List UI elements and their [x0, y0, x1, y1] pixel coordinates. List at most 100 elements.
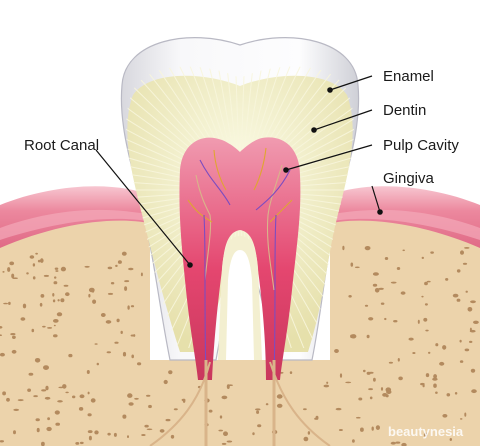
bone-pore: [423, 317, 428, 322]
bone-pore: [397, 358, 400, 362]
bone-pore: [469, 340, 473, 343]
bone-pore: [354, 266, 360, 269]
bone-pore: [54, 410, 60, 415]
bone-pore: [446, 393, 451, 397]
bone-pore: [170, 434, 175, 439]
bone-pore: [473, 320, 479, 324]
bone-pore: [148, 404, 152, 409]
bone-pore: [124, 286, 128, 291]
bone-pore: [0, 326, 3, 329]
bone-pore: [181, 398, 186, 402]
bone-pore: [252, 432, 255, 436]
bone-pore: [37, 259, 41, 263]
bone-pore: [454, 392, 458, 395]
bone-pore: [412, 352, 416, 354]
bone-pore: [62, 384, 67, 389]
bone-pore: [55, 270, 59, 272]
bone-pore: [223, 431, 228, 437]
bone-pore: [0, 440, 4, 443]
bone-pore: [425, 329, 429, 332]
bone-pore: [0, 334, 2, 336]
bone-pore: [470, 368, 476, 373]
bone-pore: [115, 264, 118, 267]
bone-pore: [400, 291, 406, 295]
bone-pore: [380, 387, 384, 391]
bone-pore: [146, 428, 153, 431]
bone-pore: [449, 438, 452, 441]
bone-pore: [368, 388, 373, 391]
bone-pore: [121, 251, 127, 256]
bone-pore: [13, 408, 20, 411]
bone-pore: [127, 305, 130, 310]
bone-pore: [47, 417, 50, 421]
bone-pore: [385, 387, 392, 393]
bone-pore: [456, 269, 461, 273]
bone-pore: [92, 299, 97, 304]
bone-pore: [335, 407, 342, 411]
bone-pore: [388, 361, 393, 364]
bone-pore: [53, 324, 56, 327]
bone-pore: [393, 320, 398, 323]
bone-pore: [8, 301, 11, 305]
bone-pore: [165, 418, 171, 422]
bone-pore: [375, 425, 380, 430]
bone-pore: [459, 339, 462, 343]
bone-pore: [395, 441, 401, 444]
bone-pore: [303, 436, 309, 442]
bone-pore: [54, 276, 57, 279]
bone-pore: [55, 422, 60, 426]
bone-pore: [334, 349, 339, 353]
bone-pore: [107, 292, 114, 295]
bone-pore: [46, 426, 52, 432]
leader-lines: [95, 75, 383, 268]
bone-pore: [57, 299, 60, 302]
bone-pore: [53, 319, 59, 323]
bone-pore: [52, 299, 56, 303]
bone-pore: [433, 374, 437, 379]
bone-pore: [452, 293, 459, 298]
bone-pore: [27, 388, 31, 392]
bone-pore: [22, 303, 27, 309]
bone-pore: [459, 418, 463, 420]
bone-pore: [464, 348, 470, 352]
bone-pore: [368, 317, 374, 321]
bone-pore: [11, 349, 17, 354]
label-root-canal: Root Canal: [24, 137, 99, 154]
bone-pore: [430, 251, 434, 254]
bone-pore: [276, 394, 283, 399]
bone-pore: [134, 397, 139, 400]
bone-pore: [371, 426, 374, 431]
bone-pore: [364, 246, 371, 251]
bone-pore: [20, 317, 26, 321]
bone-pore: [107, 432, 111, 436]
bone-pore: [88, 287, 95, 293]
bone-pore: [219, 415, 223, 419]
bone-pore: [114, 341, 119, 344]
bone-pore: [28, 372, 34, 376]
bone-pore: [345, 381, 352, 384]
bone-pore: [464, 412, 467, 417]
bone-pore: [433, 383, 437, 388]
bone-pore: [369, 396, 373, 400]
bone-pore: [78, 407, 84, 411]
bone-pore: [366, 371, 371, 375]
bone-pore: [173, 408, 178, 411]
bone-pore: [117, 260, 122, 264]
label-pulp-cavity: Pulp Cavity: [383, 137, 459, 154]
bone-pore: [326, 381, 329, 384]
bone-pore: [276, 403, 283, 408]
bone-pore: [390, 441, 396, 445]
bone-pore: [88, 435, 92, 441]
bone-pore: [100, 313, 106, 317]
bone-pore: [13, 430, 16, 435]
watermark: beautynesia: [388, 424, 464, 439]
bone-pore: [65, 391, 69, 394]
bone-pore: [384, 317, 387, 321]
bone-pore: [401, 442, 407, 446]
bone-pore: [87, 391, 90, 395]
bone-pore: [467, 307, 473, 312]
bone-pore: [255, 408, 261, 411]
bone-pore: [63, 284, 69, 287]
gingiva: [0, 186, 480, 248]
